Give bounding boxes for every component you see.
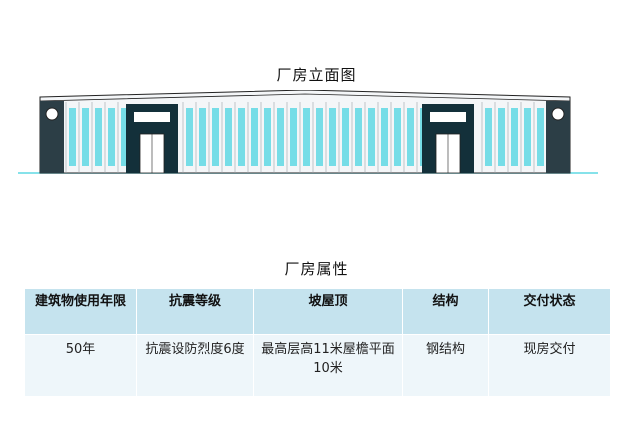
properties-title: 厂房属性	[284, 260, 349, 278]
header-roof: 坡屋顶	[253, 288, 403, 335]
properties-table: 建筑物使用年限 抗震等级 坡屋顶 结构 交付状态 50年 抗震设防烈度6度 最高…	[24, 288, 611, 397]
window-panel	[251, 108, 258, 166]
window-panel	[199, 108, 206, 166]
window-panel	[511, 108, 518, 166]
window-panel	[381, 108, 388, 166]
window-panel	[82, 108, 89, 166]
elevation-title: 厂房立面图	[276, 66, 357, 84]
window-panel	[69, 108, 76, 166]
header-structure: 结构	[402, 288, 489, 335]
window-panel	[277, 108, 284, 166]
window-panel	[264, 108, 271, 166]
window-panel	[108, 108, 115, 166]
window-panel	[537, 108, 544, 166]
window-panel	[212, 108, 219, 166]
window-panel	[316, 108, 323, 166]
window-panel	[498, 108, 505, 166]
window-panel	[186, 108, 193, 166]
window-panel	[290, 108, 297, 166]
window-panel	[407, 108, 414, 166]
window-panel	[225, 108, 232, 166]
cell-structure: 钢结构	[402, 334, 489, 397]
table-header-row: 建筑物使用年限 抗震等级 坡屋顶 结构 交付状态	[24, 288, 611, 335]
header-delivery-status: 交付状态	[488, 288, 611, 335]
wall-bays	[65, 102, 544, 173]
factory-elevation-drawing	[18, 90, 598, 174]
cell-roof: 最高层高11米屋檐平面10米	[253, 334, 403, 397]
window-panel	[368, 108, 375, 166]
window-panel	[95, 108, 102, 166]
window-panel	[524, 108, 531, 166]
window-panel	[355, 108, 362, 166]
cell-delivery-status: 现房交付	[488, 334, 611, 397]
cell-seismic-grade: 抗震设防烈度6度	[136, 334, 254, 397]
table-row: 50年 抗震设防烈度6度 最高层高11米屋檐平面10米 钢结构 现房交付	[24, 334, 611, 397]
window-panel	[238, 108, 245, 166]
header-seismic-grade: 抗震等级	[136, 288, 254, 335]
cell-service-life: 50年	[24, 334, 137, 397]
window-panel	[303, 108, 310, 166]
window-panel	[394, 108, 401, 166]
window-panel	[329, 108, 336, 166]
window-panel	[485, 108, 492, 166]
window-panel	[121, 108, 128, 166]
header-service-life: 建筑物使用年限	[24, 288, 137, 335]
window-panel	[342, 108, 349, 166]
